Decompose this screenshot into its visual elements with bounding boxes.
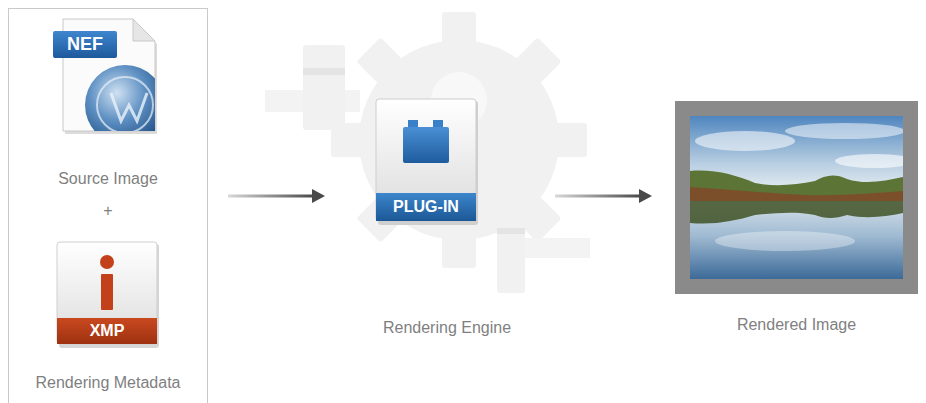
- diagram-node: PLUG-IN Rendering Engine: [367, 96, 527, 346]
- input-panel: + NEF Source ImageXMP Rendering Metadata: [8, 8, 208, 403]
- node-caption: Rendering Metadata: [9, 373, 207, 393]
- arrow-shaft: [228, 195, 313, 198]
- rendered-photo: [675, 101, 918, 298]
- arrow-shaft: [555, 195, 640, 198]
- flow-arrow: [228, 189, 325, 203]
- diagram-node: NEF Source Image: [9, 13, 207, 198]
- node-caption: Rendered Image: [675, 315, 918, 335]
- node-caption: Rendering Engine: [367, 318, 527, 338]
- arrow-head: [639, 189, 652, 203]
- plugin-label: PLUG-IN: [376, 193, 476, 221]
- diagram-node: XMP Rendering Metadata: [9, 241, 207, 401]
- diagram-node: Rendered Image: [675, 101, 918, 341]
- file-type-label: NEF: [53, 31, 117, 58]
- flow-arrow: [555, 189, 652, 203]
- arrow-head: [312, 189, 325, 203]
- nef-file-icon: [51, 13, 161, 139]
- file-type-label: XMP: [57, 318, 157, 344]
- plus-sign: +: [9, 201, 207, 221]
- node-caption: Source Image: [9, 169, 207, 189]
